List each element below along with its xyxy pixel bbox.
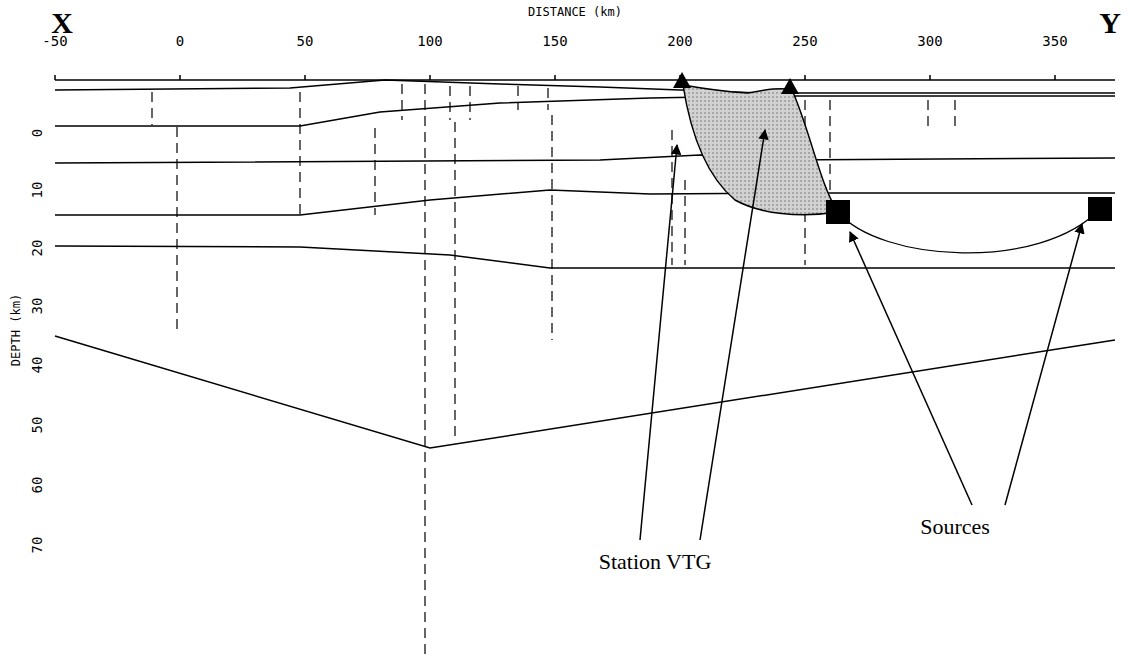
leader-arrow [850,232,972,505]
axis-ticks [55,75,1055,80]
shaded-body [683,85,838,215]
tick-label: 60 [30,477,45,494]
source-square [826,200,850,224]
axis-title: DEPTH (km) [10,294,23,366]
leader-arrow [640,145,677,540]
layer-boundary [55,190,1115,215]
tick-label: 10 [30,182,45,199]
tick-label: 20 [30,240,45,257]
layer-boundary [55,155,1115,163]
callout-label: Sources [920,515,990,539]
tick-label: 250 [792,34,817,49]
tick-label: 100 [417,34,442,49]
tick-label: 70 [30,537,45,554]
tick-label: 0 [30,129,45,137]
leader-arrow [1005,224,1082,505]
top-frame [55,79,1115,81]
tick-label: 150 [542,34,567,49]
station-triangle [781,78,799,94]
layer-boundary [55,246,1115,268]
tick-label: 50 [297,34,314,49]
tick-label: 0 [176,34,184,49]
model-nodes [152,84,955,660]
end-letter: Y [1099,6,1121,39]
source-square [1088,197,1112,221]
surface-line [55,80,1115,93]
ray-path [838,209,1100,253]
tick-label: 350 [1042,34,1067,49]
leader-arrow [700,130,765,540]
tick-label: 50 [30,417,45,434]
tick-label: 200 [667,34,692,49]
moho-line [55,336,1115,448]
callout-label: Station VTG [599,550,712,574]
tick-label: 40 [30,357,45,374]
layer-boundary [55,96,1115,126]
tick-label: 300 [917,34,942,49]
axis-title: DISTANCE (km) [528,6,622,19]
tick-label: -50 [42,34,67,49]
tick-label: 30 [30,298,45,315]
station-triangle [673,72,691,88]
